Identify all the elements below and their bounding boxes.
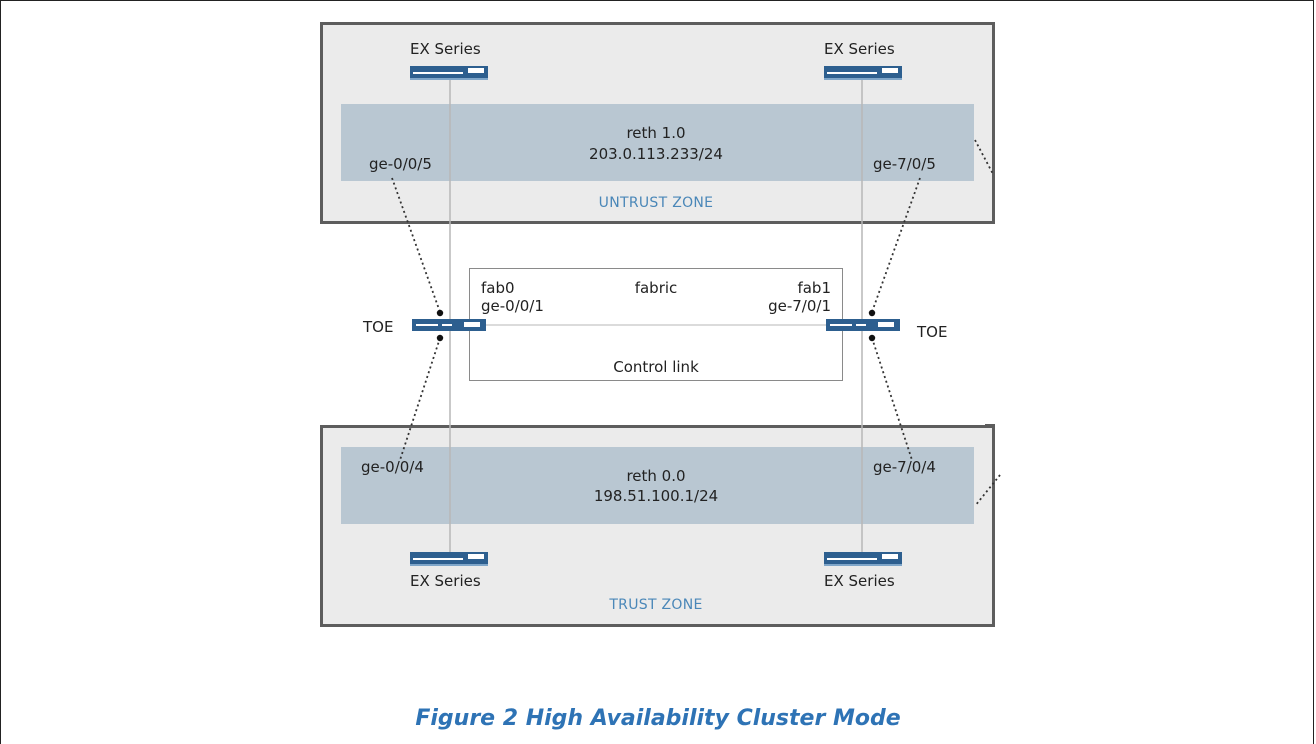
trust-reth-ip: 198.51.100.1/24 [593,487,719,505]
ex-switch-icon [824,66,902,80]
dotted-link-ge-7-0-4 [871,337,913,461]
ex-series-label-top-right: EX Series [824,40,895,58]
ex-series-label-bottom-right: EX Series [824,572,895,590]
untrust-reth-name: reth 1.0 [626,124,686,142]
control-link-label: Control link [613,358,699,376]
trust-zone-edge-tick [985,424,995,442]
untrust-reth-band [341,104,974,181]
dotted-link-untrust-edge [974,139,994,175]
dotted-link-trust-edge [974,474,1001,507]
ex-series-label-top-left: EX Series [410,40,481,58]
ex-switch-icon [410,552,488,566]
trust-if-left: ge-0/0/4 [361,458,424,476]
ex-switch-icon [824,552,902,566]
fabric-left-if: ge-0/0/1 [481,297,544,315]
dotted-link-ge-0-0-4 [399,337,441,461]
toe-label-left: TOE [363,318,394,336]
untrust-reth-ip: 203.0.113.233/24 [589,145,723,163]
fabric-right-if: ge-7/0/1 [768,297,831,315]
trust-reth-name: reth 0.0 [626,467,686,485]
srx-device-icon [826,319,900,331]
fabric-left-name: fab0 [481,279,515,297]
toe-label-right: TOE [917,323,948,341]
untrust-zone-label: UNTRUST ZONE [598,195,714,211]
port-dot-right-bottom [868,334,876,342]
trust-if-right: ge-7/0/4 [873,458,936,476]
ex-switch-icon [410,66,488,80]
ex-series-label-bottom-left: EX Series [410,572,481,590]
trust-reth-band [341,447,974,524]
port-dot-left-top [436,309,444,317]
fabric-title: fabric [634,279,678,297]
port-dot-right-top [868,309,876,317]
port-dot-left-bottom [436,334,444,342]
dotted-link-ge-7-0-5 [871,177,921,313]
figure-caption: Figure 2 High Availability Cluster Mode [415,706,901,731]
srx-device-icon [412,319,486,331]
trust-zone-label: TRUST ZONE [609,597,703,613]
dotted-link-ge-0-0-5 [391,177,441,313]
fabric-right-name: fab1 [797,279,831,297]
untrust-if-right: ge-7/0/5 [873,155,936,173]
untrust-if-left: ge-0/0/5 [369,155,432,173]
